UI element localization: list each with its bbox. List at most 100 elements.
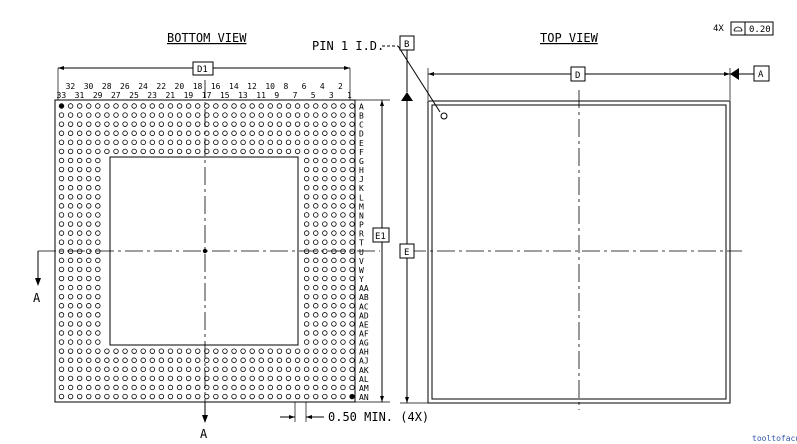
solder-ball (86, 185, 92, 191)
solder-ball (313, 266, 319, 273)
solder-ball (313, 312, 319, 318)
solder-ball (58, 185, 65, 191)
solder-ball (349, 275, 355, 282)
solder-ball (95, 266, 101, 273)
solder-ball (58, 312, 65, 318)
column-number: 16 (211, 82, 221, 91)
solder-ball (58, 203, 65, 209)
solder-ball (340, 121, 346, 127)
solder-ball (67, 121, 74, 127)
e1-label: E1 (375, 232, 386, 242)
solder-ball (76, 194, 83, 200)
row-letter: U (359, 248, 364, 257)
solder-ball (303, 321, 310, 327)
solder-ball (294, 348, 301, 354)
solder-ball (240, 139, 246, 146)
solder-ball (86, 293, 92, 300)
solder-ball (86, 275, 92, 282)
solder-ball (67, 348, 74, 354)
solder-ball (331, 175, 337, 182)
tolerance-symbol-box (730, 21, 746, 36)
solder-ball (76, 321, 83, 327)
solder-ball (122, 366, 128, 373)
solder-ball (140, 130, 146, 136)
solder-ball (340, 139, 346, 146)
corner-ball-marker (59, 104, 64, 108)
solder-ball (222, 357, 228, 363)
solder-ball (331, 157, 337, 164)
solder-ball (95, 321, 101, 327)
solder-ball (258, 121, 264, 127)
solder-ball (285, 357, 292, 363)
solder-ball (276, 103, 283, 109)
solder-ball (76, 284, 83, 291)
solder-ball (140, 384, 146, 391)
solder-ball (313, 357, 319, 363)
solder-ball (185, 130, 192, 136)
solder-ball (240, 375, 246, 382)
min-arrow-left (289, 415, 295, 419)
solder-ball (276, 357, 283, 363)
solder-ball (122, 121, 128, 127)
solder-ball (76, 203, 83, 209)
solder-ball (76, 330, 83, 336)
solder-ball (194, 384, 201, 391)
row-letters: ABCDEFGHJKLMNPRTUVWYAAABACADAEAFAGAHAJAK… (359, 103, 369, 403)
solder-ball (349, 230, 355, 236)
solder-ball (349, 103, 355, 109)
solder-ball (86, 203, 92, 209)
row-letter: AA (359, 284, 369, 293)
row-letter: V (359, 257, 364, 266)
solder-ball (267, 357, 274, 363)
solder-ball (267, 375, 274, 382)
solder-ball (340, 112, 346, 118)
solder-ball (313, 221, 319, 227)
solder-ball (349, 321, 355, 327)
solder-ball (331, 257, 337, 264)
solder-ball (340, 312, 346, 318)
solder-ball (340, 103, 346, 109)
solder-ball (67, 375, 74, 382)
solder-ball (67, 103, 74, 109)
section-a-left-arrow (35, 278, 41, 286)
row-letter: J (359, 175, 364, 184)
column-number: 19 (184, 91, 194, 100)
solder-ball (76, 375, 83, 382)
column-number: 9 (274, 91, 279, 100)
solder-ball (95, 148, 101, 155)
solder-ball (349, 303, 355, 309)
solder-ball (86, 139, 92, 146)
solder-ball (285, 103, 292, 109)
solder-ball (131, 375, 137, 382)
solder-ball (76, 357, 83, 363)
solder-ball (167, 357, 174, 363)
solder-ball (322, 230, 328, 236)
solder-ball (349, 266, 355, 273)
solder-ball (340, 357, 346, 363)
solder-ball (267, 139, 274, 146)
solder-ball (95, 384, 101, 391)
solder-ball (267, 103, 274, 109)
solder-ball (113, 366, 119, 373)
solder-ball (122, 375, 128, 382)
solder-ball (331, 166, 337, 173)
solder-ball (331, 348, 337, 354)
solder-ball (349, 212, 355, 218)
solder-ball (303, 230, 310, 236)
solder-ball (176, 357, 183, 363)
column-number: 32 (66, 82, 76, 91)
solder-ball (58, 330, 65, 336)
solder-ball (313, 203, 319, 209)
solder-ball (331, 293, 337, 300)
solder-ball (222, 366, 228, 373)
solder-ball (276, 121, 283, 127)
solder-ball (331, 266, 337, 273)
row-letter: AF (359, 330, 369, 339)
solder-ball (331, 303, 337, 309)
solder-ball (67, 112, 74, 118)
row-letter: T (359, 239, 364, 248)
solder-ball (303, 212, 310, 218)
solder-ball (349, 357, 355, 363)
solder-ball (303, 203, 310, 209)
solder-ball (167, 393, 174, 400)
